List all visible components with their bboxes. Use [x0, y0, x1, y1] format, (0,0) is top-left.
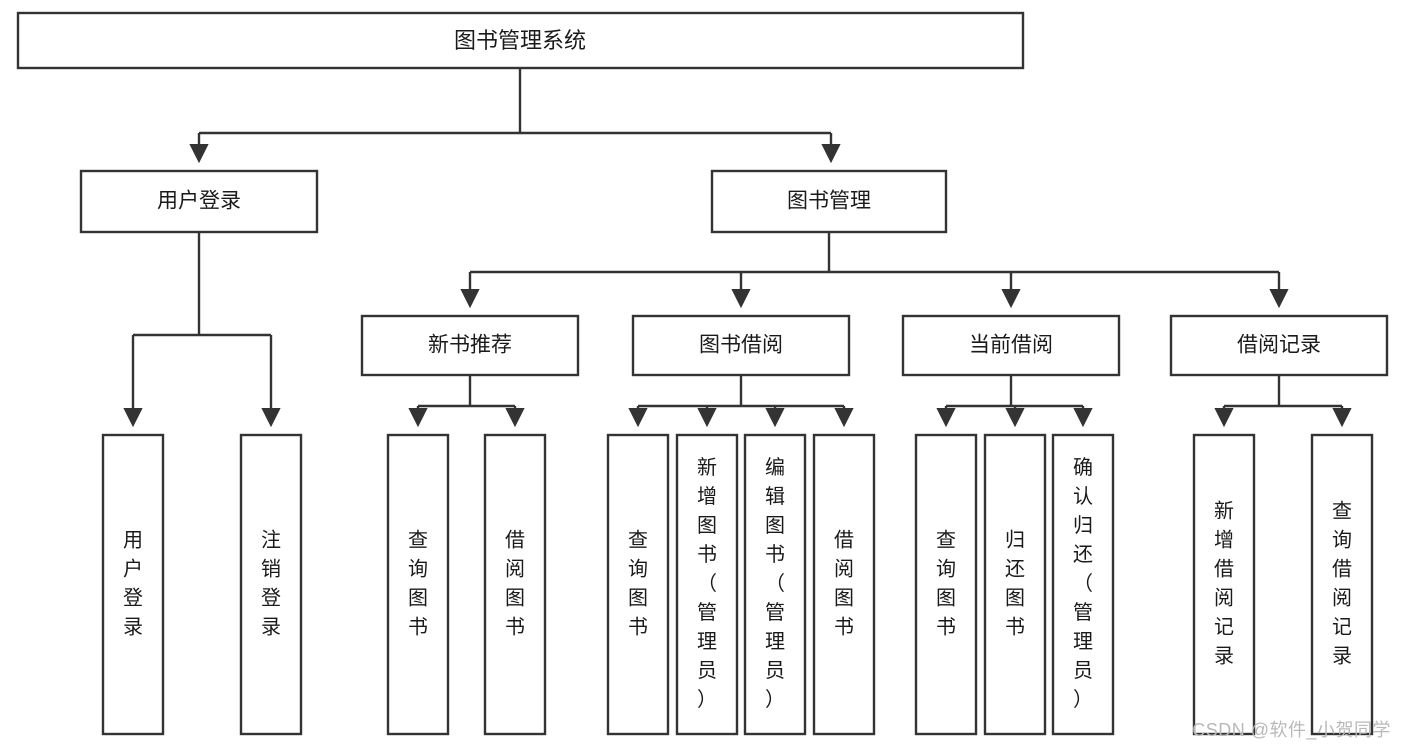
- node-user-login-label: 用户登录: [157, 190, 241, 213]
- leaf-node[interactable]: 注销登录: [239, 433, 303, 736]
- node-borrow-record-label: 借阅记录: [1237, 334, 1321, 357]
- leaf-node-box[interactable]: [386, 433, 450, 736]
- node-current-borrow-label: 当前借阅: [969, 334, 1053, 357]
- node-new-book-recommend-box[interactable]: [360, 314, 580, 377]
- leaf-node-box[interactable]: [1192, 433, 1256, 736]
- node-user-login-box[interactable]: [79, 169, 319, 234]
- leaf-node-box[interactable]: [743, 433, 807, 736]
- leaf-node[interactable]: 查询借阅记录: [1310, 433, 1374, 736]
- leaf-node[interactable]: 归还图书: [983, 433, 1047, 736]
- leaf-node-label: 借阅图书: [505, 528, 525, 638]
- node-borrow-record[interactable]: 借阅记录: [1169, 314, 1389, 377]
- leaf-node[interactable]: 借阅图书: [812, 433, 876, 736]
- leaf-node-label: 查询借阅记录: [1332, 499, 1352, 667]
- node-new-book-recommend-label: 新书推荐: [428, 334, 512, 357]
- leaf-node-label: 查询图书: [408, 528, 428, 638]
- node-borrow-record-box[interactable]: [1169, 314, 1389, 377]
- node-current-borrow[interactable]: 当前借阅: [901, 314, 1121, 377]
- node-user-login[interactable]: 用户登录: [79, 169, 319, 234]
- leaf-node[interactable]: 借阅图书: [483, 433, 547, 736]
- leaf-node[interactable]: 查询图书: [606, 433, 670, 736]
- leaf-node-label: 查询图书: [628, 528, 648, 638]
- leaf-node[interactable]: 新增借阅记录: [1192, 433, 1256, 736]
- leaf-node-label: 新增图书（管理员）: [697, 456, 717, 711]
- leaf-node-box[interactable]: [1310, 433, 1374, 736]
- leaf-node[interactable]: 确认归还（管理员）: [1051, 433, 1115, 736]
- leaf-node[interactable]: 编辑图书（管理员）: [743, 433, 807, 736]
- leaf-node-label: 借阅图书: [834, 528, 854, 638]
- node-root[interactable]: 图书管理系统: [16, 11, 1025, 70]
- leaf-node-layer: 用户登录 注销登录 查询图书 借阅图书 查询图书 新增图书（管理员） 编辑图书（管理员） 借阅…: [101, 433, 1374, 736]
- node-root-label: 图书管理系统: [454, 28, 586, 53]
- leaf-node-box[interactable]: [675, 433, 739, 736]
- connector-layer: [123, 68, 1352, 428]
- leaf-node-box[interactable]: [483, 433, 547, 736]
- leaf-node-label: 编辑图书（管理员）: [765, 456, 785, 711]
- leaf-node-box[interactable]: [1051, 433, 1115, 736]
- leaf-node-label: 用户登录: [123, 529, 143, 638]
- leaf-node[interactable]: 用户登录: [101, 433, 165, 736]
- node-new-book-recommend[interactable]: 新书推荐: [360, 314, 580, 377]
- leaf-node-box[interactable]: [914, 433, 978, 736]
- leaf-node-box[interactable]: [812, 433, 876, 736]
- leaf-node[interactable]: 新增图书（管理员）: [675, 433, 739, 736]
- leaf-node[interactable]: 查询图书: [914, 433, 978, 736]
- leaf-node-label: 归还图书: [1005, 528, 1025, 638]
- leaf-node-box[interactable]: [606, 433, 670, 736]
- leaf-node-box[interactable]: [983, 433, 1047, 736]
- node-book-borrow[interactable]: 图书借阅: [631, 314, 851, 377]
- node-book-borrow-label: 图书借阅: [699, 334, 783, 357]
- leaf-node-label: 查询图书: [936, 528, 956, 638]
- leaf-node-label: 注销登录: [261, 528, 281, 638]
- node-book-management-box[interactable]: [710, 169, 948, 234]
- node-current-borrow-box[interactable]: [901, 314, 1121, 377]
- leaf-node-label: 确认归还（管理员）: [1073, 456, 1093, 711]
- node-root-box[interactable]: [16, 11, 1025, 70]
- leaf-node[interactable]: 查询图书: [386, 433, 450, 736]
- leaf-node-box[interactable]: [239, 433, 303, 736]
- leaf-node-box[interactable]: [101, 433, 165, 736]
- node-book-management[interactable]: 图书管理: [710, 169, 948, 234]
- node-book-management-label: 图书管理: [787, 190, 871, 213]
- leaf-node-label: 新增借阅记录: [1214, 499, 1234, 667]
- node-book-borrow-box[interactable]: [631, 314, 851, 377]
